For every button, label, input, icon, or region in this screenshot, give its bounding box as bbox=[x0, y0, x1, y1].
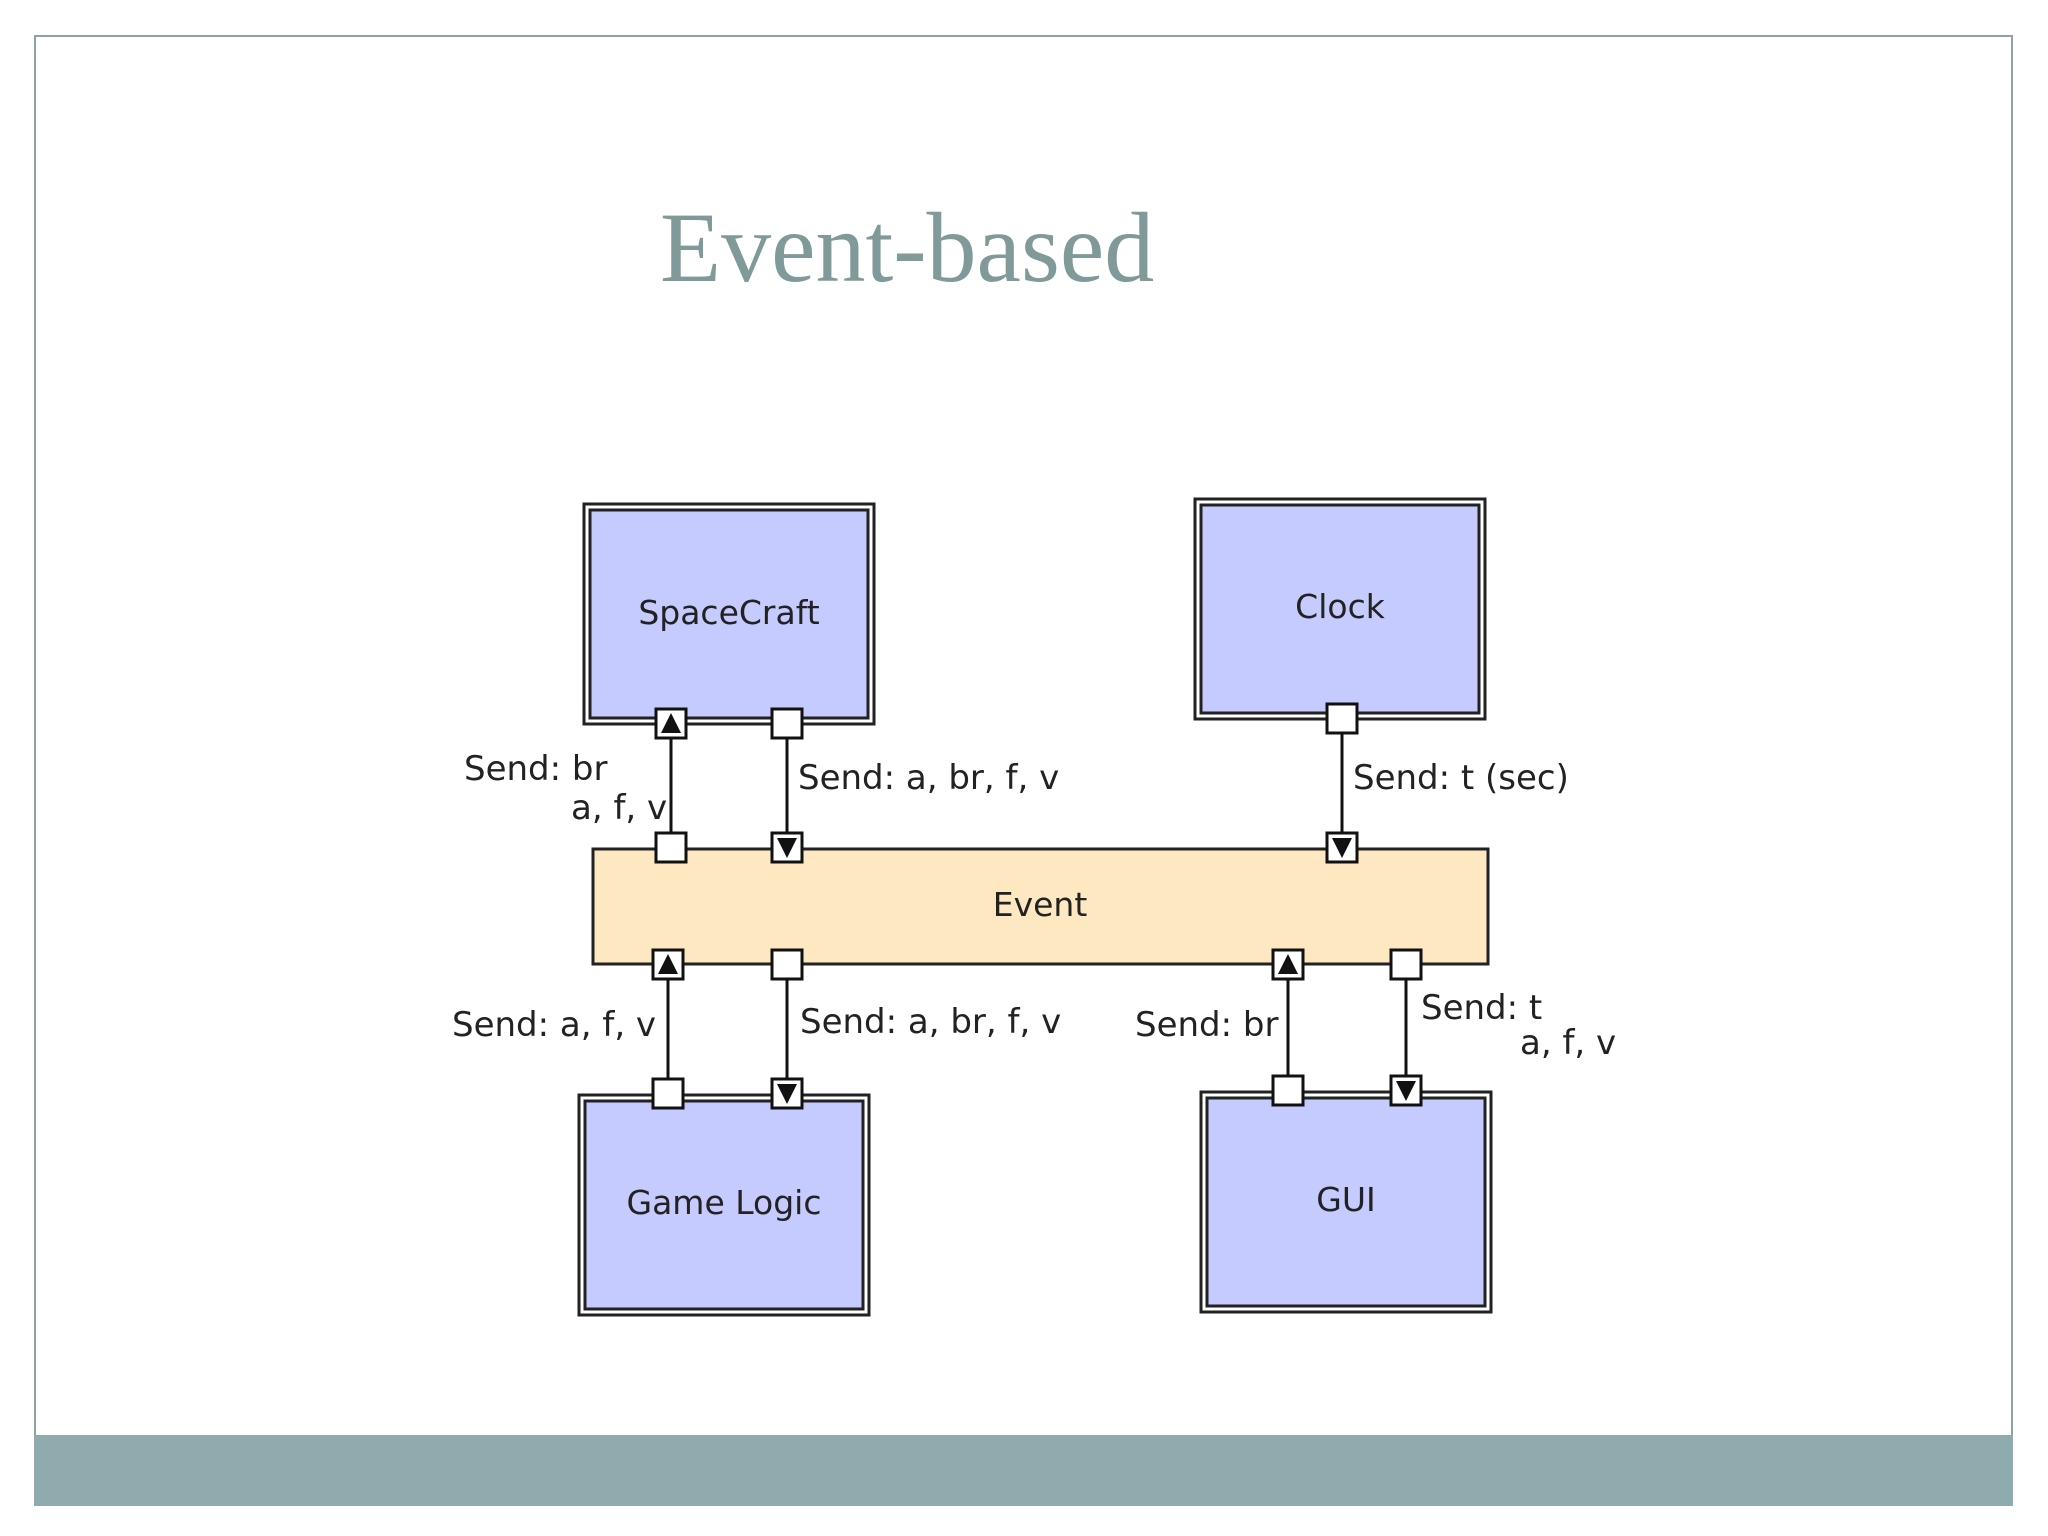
down-arrow-icon bbox=[1325, 831, 1359, 864]
spacecraft-label: SpaceCraft bbox=[638, 593, 819, 632]
event-out-port-game-logic bbox=[770, 948, 804, 981]
spacecraft-down-label: Send: a, br, f, v bbox=[798, 758, 1059, 798]
arrow-ports bbox=[651, 707, 1423, 1110]
down-arrow-icon bbox=[770, 831, 804, 864]
game-logic-out-port bbox=[651, 1077, 685, 1110]
down-arrow-icon bbox=[770, 1077, 804, 1110]
gui-down-label-line2: a, f, v bbox=[1520, 1023, 1616, 1063]
event-in-port-spacecraft bbox=[654, 831, 688, 864]
event-label: Event bbox=[993, 885, 1088, 924]
footer-bar bbox=[34, 1435, 2013, 1506]
up-arrow-icon bbox=[654, 707, 688, 740]
clock-down-label: Send: t (sec) bbox=[1353, 758, 1569, 798]
event-node: Event bbox=[591, 847, 1490, 966]
ports bbox=[651, 702, 1423, 1110]
game-logic-up-label: Send: a, f, v bbox=[452, 1005, 656, 1045]
clock-out-port bbox=[1325, 702, 1359, 735]
clock-node: Clock bbox=[1193, 497, 1487, 721]
gui-label: GUI bbox=[1316, 1180, 1375, 1219]
gui-up-label: Send: br bbox=[1135, 1005, 1278, 1045]
game-logic-label: Game Logic bbox=[627, 1183, 822, 1222]
spacecraft-up-label-line1: Send: br bbox=[464, 749, 607, 789]
clock-label: Clock bbox=[1295, 587, 1386, 626]
game-logic-node: Game Logic bbox=[577, 1093, 871, 1317]
connector-lines bbox=[666, 733, 1408, 1079]
slide-frame bbox=[34, 35, 2013, 1506]
up-arrow-icon bbox=[1271, 948, 1305, 981]
game-logic-down-label: Send: a, br, f, v bbox=[800, 1002, 1061, 1042]
spacecraft-out-port bbox=[770, 707, 804, 740]
slide-title: Event-based bbox=[660, 192, 1155, 303]
gui-down-label-line1: Send: t bbox=[1421, 988, 1542, 1028]
spacecraft-up-label-line2: a, f, v bbox=[571, 788, 667, 828]
up-arrow-icon bbox=[651, 948, 685, 981]
spacecraft-node: SpaceCraft bbox=[582, 502, 876, 726]
gui-out-port bbox=[1271, 1074, 1305, 1107]
down-arrow-icon bbox=[1389, 1074, 1423, 1107]
gui-node: GUI bbox=[1199, 1090, 1493, 1314]
event-out-port-gui bbox=[1389, 948, 1423, 981]
